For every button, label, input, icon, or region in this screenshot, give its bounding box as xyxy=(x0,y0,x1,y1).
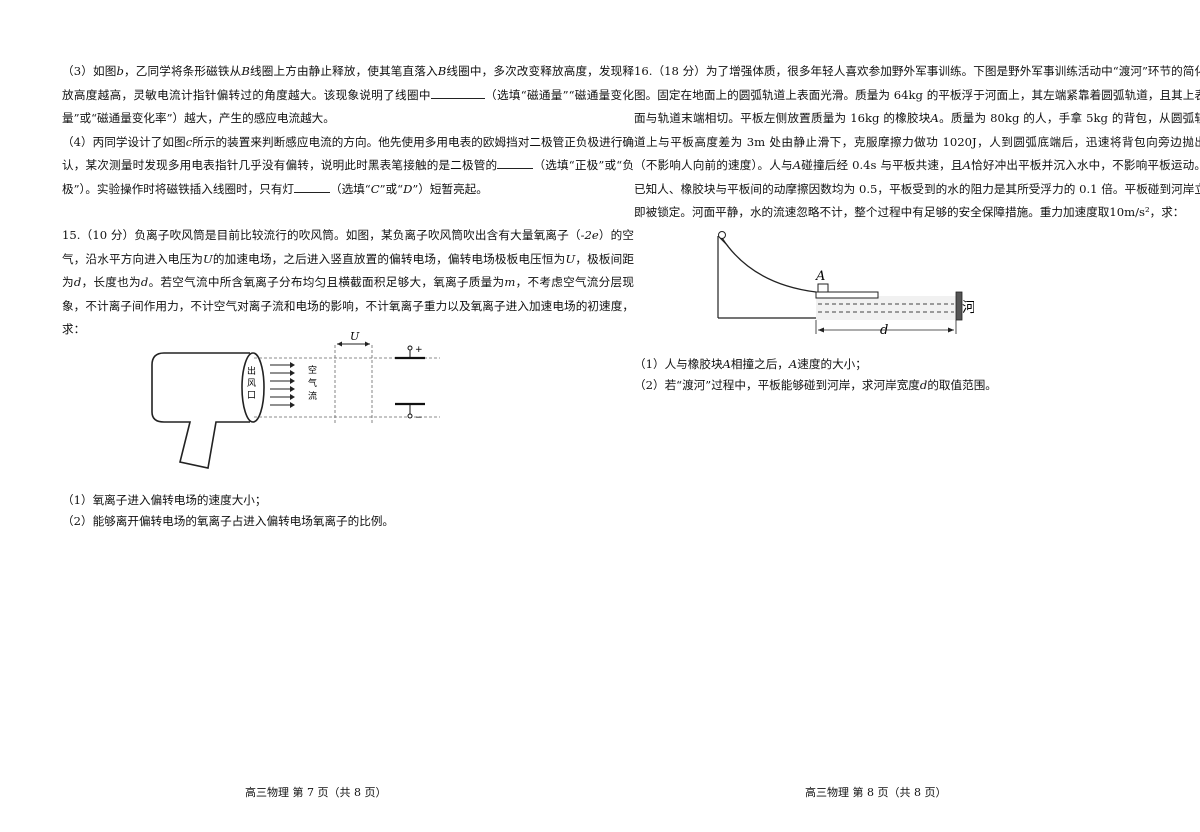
hair-dryer-figure: 出 风 口 空 气 流 U + − xyxy=(151,330,440,469)
outlet-label-1: 出 xyxy=(247,365,256,377)
river-crossing-figure: A 河岸 d xyxy=(717,231,974,338)
air-label-2: 气 xyxy=(308,377,317,389)
river-bank-label: 河岸 xyxy=(962,300,974,316)
q14-part4: （4）丙同学设计了如图c所示的装置来判断感应电流的方向。他先使用多用电表的欧姆挡… xyxy=(62,134,634,196)
outlet-label-3: 口 xyxy=(247,391,256,401)
plus-terminal: + xyxy=(415,345,423,355)
page-footer-left: 高三物理 第 7 页（共 8 页） xyxy=(245,786,387,799)
q16-sub1: （1）人与橡胶块A相撞之后，A速度的大小； xyxy=(634,357,867,371)
person-start-marker xyxy=(718,231,726,239)
dryer-outlet xyxy=(241,352,265,423)
q16-stem: 16.（18 分）为了增强体质，很多年轻人喜欢参加野外军事训练。下图是野外军事训… xyxy=(634,64,1200,219)
block-label-A: A xyxy=(815,269,825,284)
arc-track xyxy=(721,237,817,293)
q14-part3: （3）如图b，乙同学将条形磁铁从B线圈上方由静止释放，使其笔直落入B线圈中，多次… xyxy=(62,64,634,125)
dryer-body xyxy=(151,352,250,469)
river-water xyxy=(816,296,956,320)
q15-sub2: （2）能够离开偏转电场的氧离子占进入偏转电场氧离子的比例。 xyxy=(62,514,395,528)
air-label-1: 空 xyxy=(308,364,317,376)
river-bank-wall xyxy=(955,291,963,321)
air-flow-arrows xyxy=(270,364,290,406)
width-label-d: d xyxy=(880,323,888,338)
answer-blank xyxy=(430,85,485,99)
minus-terminal: − xyxy=(415,413,423,423)
q16-sub2: （2）若“渡河”过程中，平板能够碰到河岸，求河岸宽度d的取值范围。 xyxy=(634,378,997,392)
voltage-label-U: U xyxy=(350,330,360,343)
outlet-label-2: 风 xyxy=(247,378,256,389)
rubber-block-A xyxy=(817,283,829,293)
page-footer-right: 高三物理 第 8 页（共 8 页） xyxy=(805,786,947,799)
q15-stem: 15.（10 分）负离子吹风筒是目前比较流行的吹风筒。如图，某负离子吹风筒吹出含… xyxy=(62,228,634,336)
floating-plank xyxy=(815,291,879,299)
answer-blank xyxy=(497,155,534,169)
q15-sub1: （1）氧离子进入偏转电场的速度大小； xyxy=(62,493,267,507)
left-column: （3）如图b，乙同学将条形磁铁从B线圈上方由静止释放，使其笔直落入B线圈中，多次… xyxy=(62,60,634,342)
right-column: 16.（18 分）为了增强体质，很多年轻人喜欢参加野外军事训练。下图是野外军事训… xyxy=(634,60,1200,225)
q16-subquestions: （1）人与橡胶块A相撞之后，A速度的大小； （2）若“渡河”过程中，平板能够碰到… xyxy=(634,354,1200,396)
air-label-3: 流 xyxy=(308,390,317,402)
answer-blank xyxy=(294,179,331,193)
q15-subquestions: （1）氧离子进入偏转电场的速度大小； （2）能够离开偏转电场的氧离子占进入偏转电… xyxy=(62,490,634,532)
